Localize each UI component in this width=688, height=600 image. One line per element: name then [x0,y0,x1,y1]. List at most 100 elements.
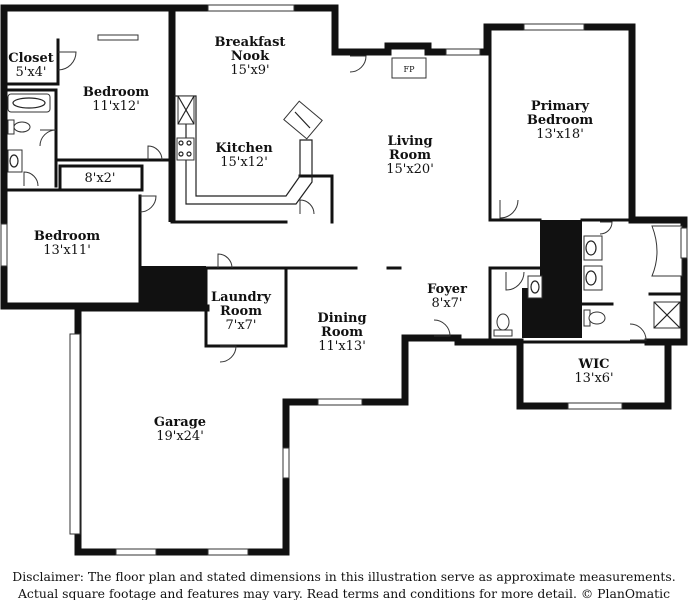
half-bath-sink-icon [530,280,540,294]
room-dimensions: 11'x12' [92,99,140,114]
fireplace-icon [391,57,427,79]
window [523,23,585,31]
wall-bath [2,88,58,188]
door-swing [433,319,451,337]
room-dimensions: 11'x13' [318,339,366,354]
bath-sink-icon [583,235,603,261]
door-swing [599,221,613,235]
garage-door [69,333,81,535]
toilet-icon [7,119,15,135]
wall-half-bath [488,266,540,340]
toilet-icon [588,311,606,325]
room-name: Kitchen [215,141,273,156]
room-label-bedroom-2: Bedroom 13'x11' [34,229,101,258]
wall-left-wing [0,4,176,310]
toilet-icon [13,121,31,133]
window [97,34,139,41]
window [680,227,688,259]
window [115,548,157,556]
room-label-bedroom-1: Bedroom 11'x12' [83,85,150,114]
room-dimensions: 7'x7' [225,318,256,333]
room-dimensions: 15'x9' [230,63,269,78]
room-dimensions: 8'x7' [431,296,462,311]
stove-burner-icon [178,140,184,146]
window [567,402,623,410]
room-label-wic: WIC 13'x6' [574,357,613,386]
bath-sink-icon [585,240,597,256]
room-dimensions: 15'x12' [220,155,268,170]
room-label-foyer: Foyer 8'x7' [427,282,467,311]
wall-primary-left [488,28,542,222]
bathtub-icon [7,93,51,113]
door-swing [147,145,163,161]
door-swing [39,129,57,147]
bath-sink-icon [9,154,19,168]
bathtub-icon [12,97,46,109]
room-label-garage: Garage 19'x24' [154,415,206,444]
room-name: Garage [154,415,206,430]
stove-burner-icon [186,140,192,146]
half-bath-sink-icon [527,275,543,299]
wall-wic [516,338,672,410]
window [0,223,8,267]
kitchen-counter [174,95,313,205]
room-label-closet: Closet 5'x4' [8,51,54,80]
room-dimensions: 19'x24' [156,429,204,444]
room-dimensions: 5'x4' [15,65,46,80]
door-swing [299,199,315,215]
room-dimensions: 8'x2' [84,171,115,186]
window [207,4,295,12]
door-swing [217,253,233,269]
door-swing [499,199,519,219]
room-name: WIC [577,357,609,372]
door-swing [505,271,525,291]
room-name: Bedroom [83,85,150,100]
window [282,447,290,479]
fireplace-label: FP [404,65,416,74]
door-swing [629,323,647,341]
room-name: Bedroom [34,229,101,244]
toilet-icon [496,313,510,331]
disclaimer-line: Disclaimer: The floor plan and stated di… [12,569,676,584]
stove-burner-icon [186,151,192,157]
bathtub-icon [651,225,683,277]
wall-laundry [204,266,288,348]
kitchen-sink-icon [294,111,311,129]
window [445,48,481,56]
room-name: Closet [8,51,54,66]
door-swing [219,345,237,363]
window [207,548,249,556]
disclaimer: Disclaimer: The floor plan and stated di… [0,568,688,600]
window [317,398,363,406]
door-swing [57,51,77,71]
door-swing [23,171,39,187]
room-dimensions: 13'x11' [43,243,91,258]
room-dimensions: 13'x18' [536,127,584,142]
fridge-icon [177,95,195,125]
bath-sink-icon [583,265,603,291]
room-dimensions: 15'x20' [386,162,434,177]
shower-icon [653,301,681,329]
room-name: Foyer [427,282,467,297]
wall-block-garage [140,266,206,308]
wall-block-bath-1 [540,220,582,292]
door-swing [139,195,157,213]
wall-foyer-bottom [282,334,524,406]
room-label-hall-closet: 8'x2' [84,171,115,186]
room-dimensions: 13'x6' [574,371,613,386]
door-swing [349,55,367,73]
stove-burner-icon [178,151,184,157]
disclaimer-line: Actual square footage and features may v… [17,586,671,600]
